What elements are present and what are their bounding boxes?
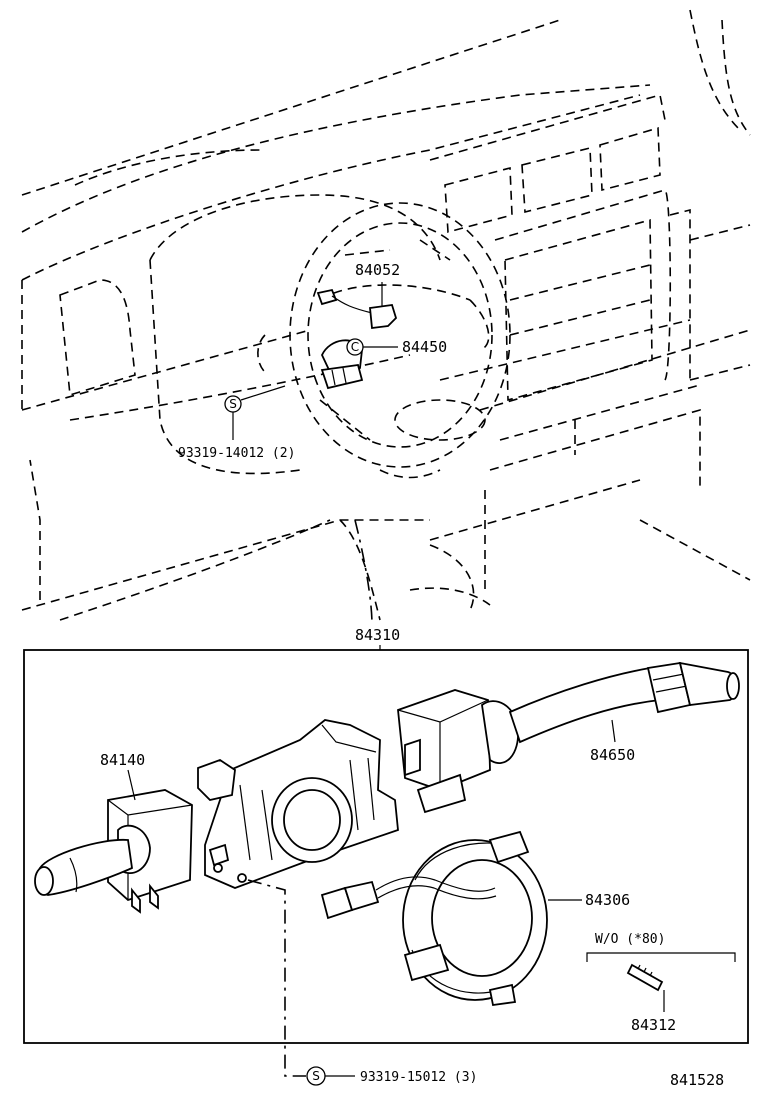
part-84450-clip: C bbox=[320, 338, 398, 390]
label-84140: 84140 bbox=[100, 751, 145, 769]
label-84306: 84306 bbox=[585, 891, 630, 909]
screw-callout-bottom: S bbox=[247, 879, 355, 1086]
label-84450: 84450 bbox=[402, 338, 447, 356]
label-screw-bottom: 93319-15012 (3) bbox=[360, 1070, 477, 1085]
label-84312: 84312 bbox=[631, 1016, 676, 1034]
diagram-number: 841528 bbox=[670, 1071, 724, 1089]
switch-bracket bbox=[197, 719, 399, 889]
clip-symbol: C bbox=[351, 340, 359, 354]
label-84052: 84052 bbox=[355, 261, 400, 279]
label-84310: 84310 bbox=[355, 626, 400, 644]
wo-note-group: W/O (*80) bbox=[586, 932, 736, 1012]
part-84306-spiral-cable bbox=[320, 830, 582, 1007]
part-84052-connector bbox=[316, 282, 398, 330]
label-wo-note: W/O (*80) bbox=[595, 932, 665, 947]
steering-wheel bbox=[289, 202, 511, 479]
part-84140-switch bbox=[34, 769, 193, 914]
assembly-box-84310 bbox=[23, 649, 749, 1044]
screw-symbol-bottom: S bbox=[312, 1069, 320, 1083]
part-84650-switch bbox=[397, 661, 740, 814]
label-84650: 84650 bbox=[590, 746, 635, 764]
screw-callout-top: S bbox=[224, 385, 286, 440]
label-screw-top: 93319-14012 (2) bbox=[178, 446, 295, 461]
screw-symbol-top: S bbox=[229, 397, 237, 411]
